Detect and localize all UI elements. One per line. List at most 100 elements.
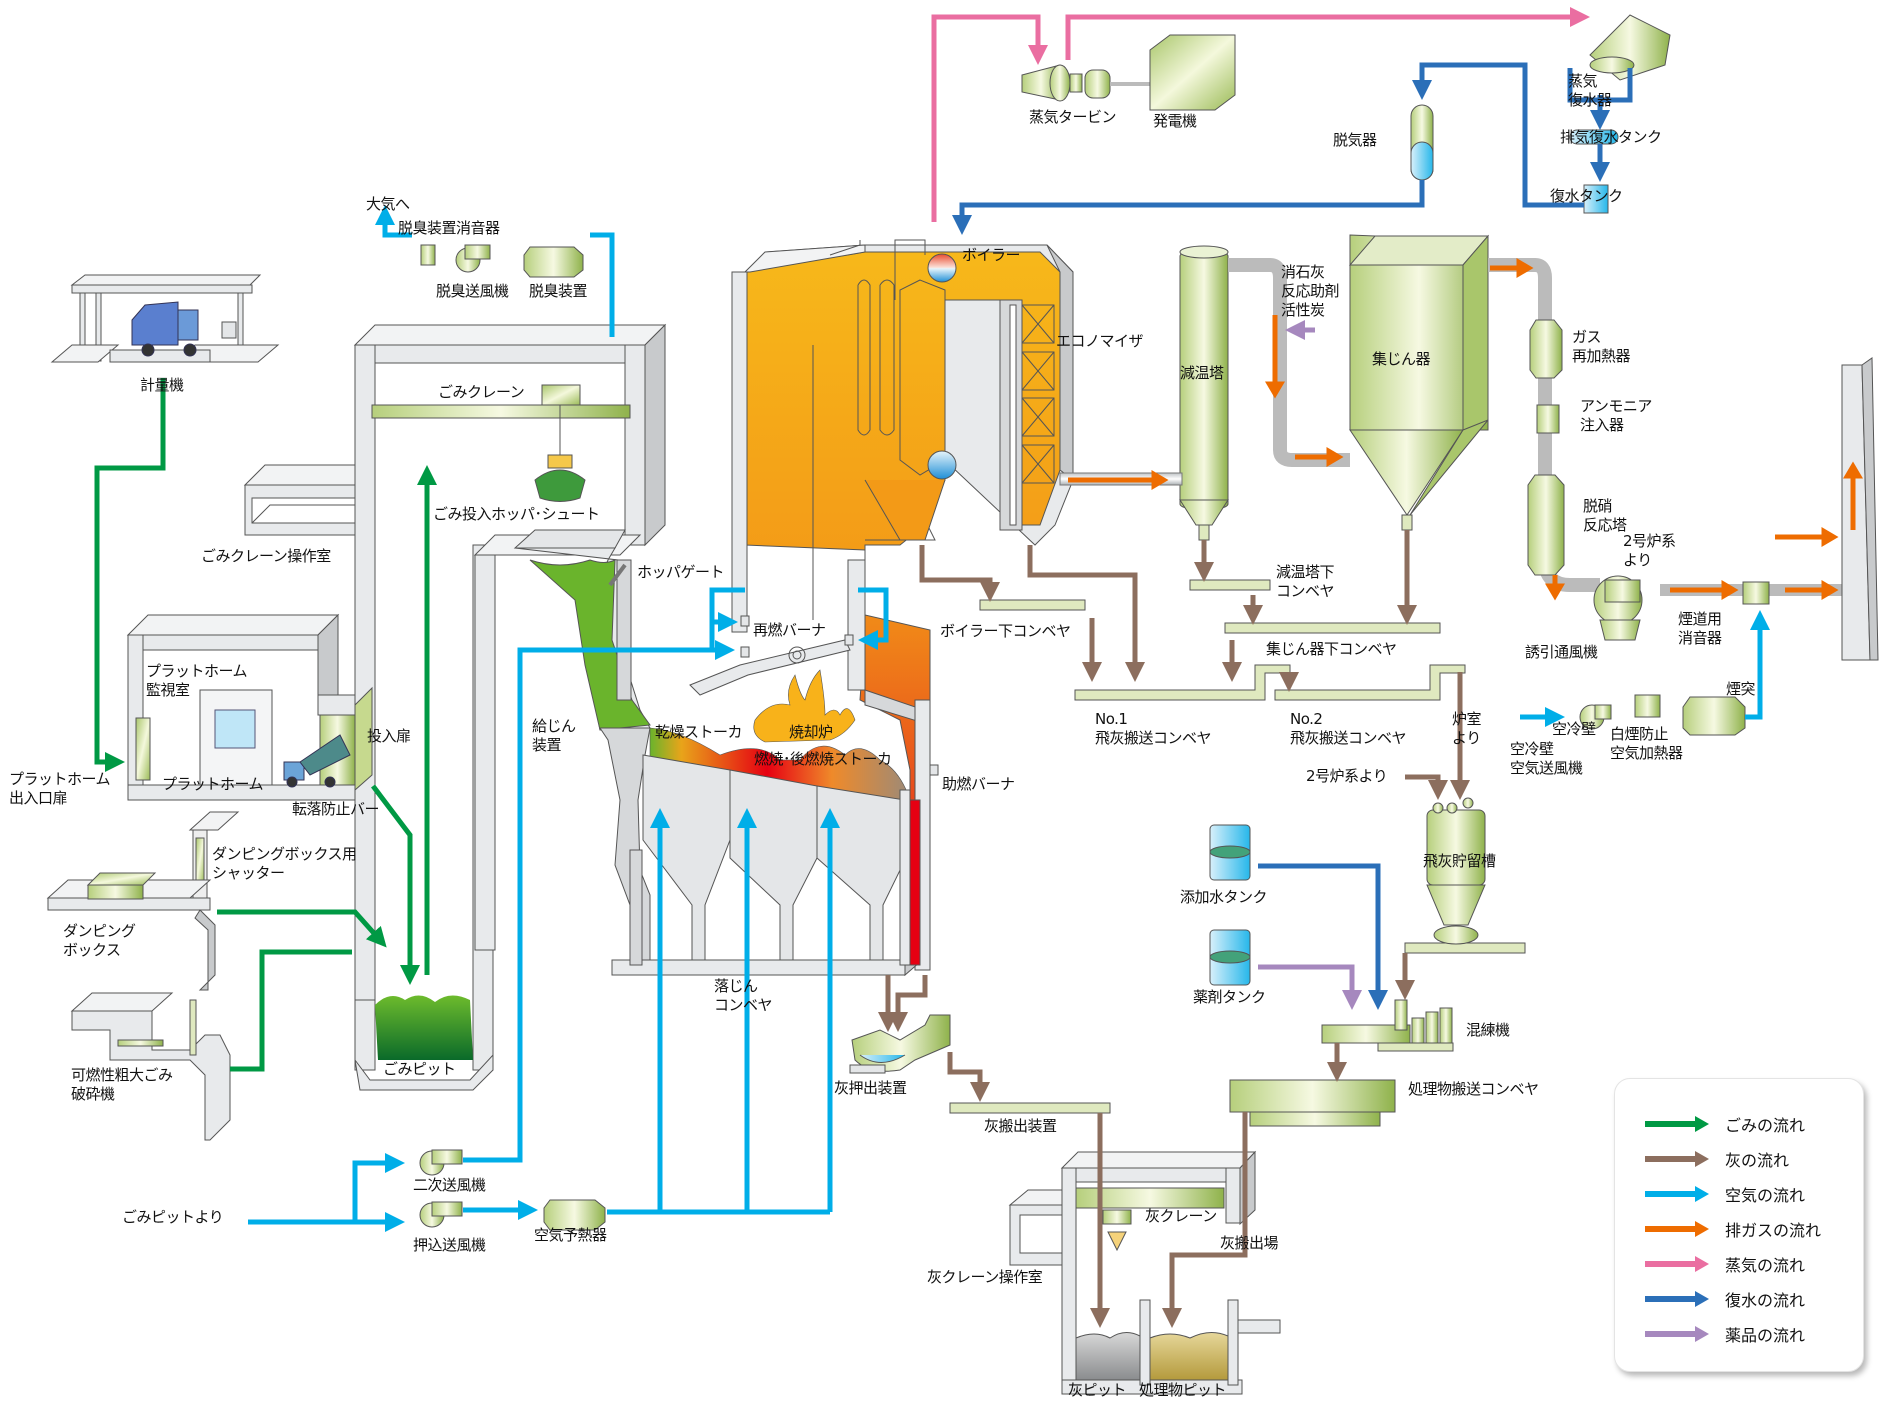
dump-truck-icon	[283, 734, 351, 788]
label-flue-silencer: 煙道用 消音器	[1678, 610, 1722, 647]
label-ash-yard: 灰搬出場	[1220, 1234, 1279, 1252]
legend-item-waste: ごみの流れ	[1645, 1109, 1805, 1139]
legend-label: 灰の流れ	[1725, 1151, 1790, 1170]
legend-item-chemical: 薬品の流れ	[1645, 1319, 1805, 1349]
waste-pit-contents	[375, 995, 473, 1060]
label-ammonia-injector: アンモニア 注入器	[1580, 397, 1652, 434]
legend-label: 蒸気の流れ	[1725, 1256, 1806, 1275]
label-ash-extruder: 灰押出装置	[834, 1079, 907, 1097]
legend-item-ash: 灰の流れ	[1645, 1144, 1789, 1174]
label-from-pit: ごみピットより	[122, 1208, 224, 1226]
arrow-icon	[1645, 1186, 1709, 1202]
label-deodorizer-fan: 脱臭送風機	[436, 282, 509, 300]
legend-item-condensate: 復水の流れ	[1645, 1284, 1805, 1314]
label-condenser: 蒸気 復水器	[1568, 72, 1612, 109]
label-ash-pit: 灰ピット	[1068, 1381, 1127, 1399]
steam-flow-lines	[931, 7, 1590, 222]
arrow-icon	[1645, 1291, 1709, 1307]
label-cooling-conveyor: 減温塔下 コンベヤ	[1276, 563, 1335, 600]
condensate-equipment	[1410, 14, 1671, 214]
label-weighing-machine: 計量機	[140, 376, 184, 394]
legend: ごみの流れ 灰の流れ 空気の流れ 排ガスの流れ 蒸気の流れ 復水の流れ 薬品の流…	[1614, 1078, 1864, 1372]
ash-extruder	[849, 1014, 951, 1074]
arrow-icon	[1645, 1221, 1709, 1237]
label-chemical-tank: 薬剤タンク	[1193, 988, 1266, 1006]
label-id-fan: 誘引通風機	[1525, 643, 1598, 661]
label-boiler: ボイラー	[962, 246, 1021, 264]
label-steam-turbine: 蒸気タービン	[1029, 108, 1117, 126]
label-water-tank: 添加水タンク	[1180, 888, 1268, 906]
label-incinerator: 焼却炉	[789, 723, 833, 741]
legend-item-exhaust: 排ガスの流れ	[1645, 1214, 1821, 1244]
fans-and-preheater	[419, 1149, 606, 1231]
ash-conveyors	[949, 579, 1526, 1114]
label-from-line2-ash: 2号炉系より	[1306, 767, 1388, 785]
label-from-furnace-room: 炉室 より	[1452, 710, 1482, 747]
label-dumping-box: ダンピング ボックス	[63, 922, 136, 959]
legend-item-steam: 蒸気の流れ	[1645, 1249, 1805, 1279]
legend-label: 空気の流れ	[1725, 1186, 1806, 1205]
label-reagents: 消石灰 反応助剤 活性炭	[1281, 263, 1340, 319]
label-deodorizer: 脱臭装置	[529, 282, 588, 300]
label-hopper-gate: ホッパゲート	[637, 563, 725, 581]
condensate-flow-lines	[952, 62, 1633, 1010]
arrow-icon	[1645, 1151, 1709, 1167]
label-platform: プラットホーム	[162, 775, 264, 793]
label-fly-ash-silo: 飛灰貯留槽	[1423, 852, 1496, 870]
legend-label: 薬品の流れ	[1725, 1326, 1806, 1345]
label-aircooled-wall-fan: 空冷壁 空気送風機	[1510, 740, 1583, 777]
stack	[1841, 357, 1879, 661]
label-boiler-conveyor: ボイラー下コンベヤ	[940, 622, 1071, 640]
label-condensate-tank: 復水タンク	[1550, 187, 1623, 205]
cooling-air-equipment	[1579, 694, 1746, 736]
air-flow-lines	[248, 205, 1770, 1232]
label-air-preheater: 空気予熱器	[534, 1226, 607, 1244]
label-crusher: 可燃性粗大ごみ 破砕機	[71, 1066, 173, 1103]
label-fall-bar: 転落防止バー	[292, 800, 380, 818]
exhaust-flow-lines	[1068, 258, 1863, 601]
chemical-flow-lines	[1258, 320, 1362, 1010]
label-waste-pit: ごみピット	[383, 1060, 456, 1078]
ash-pit-building	[1008, 1150, 1281, 1395]
label-from-line2-top: 2号炉系 より	[1623, 532, 1676, 569]
label-aux-burner: 助燃バーナ	[942, 775, 1015, 793]
legend-label: 復水の流れ	[1725, 1291, 1806, 1310]
label-aircooled-wall: 空冷壁	[1552, 720, 1596, 738]
label-deaerator: 脱気器	[1333, 131, 1377, 149]
cooling-tower	[1179, 245, 1229, 541]
fly-ash-silo	[1426, 797, 1486, 945]
deodorizer-units	[420, 244, 584, 278]
label-combustion-stoker: 燃焼･後燃焼ストーカ	[754, 750, 892, 768]
label-dumping-shutter: ダンピングボックス用 シャッター	[212, 845, 357, 882]
label-generator: 発電機	[1153, 112, 1197, 130]
label-treated-conveyor: 処理物搬送コンベヤ	[1408, 1080, 1539, 1098]
label-gas-reheater: ガス 再加熱器	[1572, 328, 1631, 365]
label-forced-fan: 押込送風機	[413, 1236, 486, 1254]
gas-line-equipment	[1527, 319, 1770, 641]
additive-tanks	[1209, 824, 1251, 986]
label-dust-conveyor: 落じん コンベヤ	[714, 977, 773, 1014]
label-economizer: エコノマイザ	[1056, 332, 1144, 350]
label-ash-discharge: 灰搬出装置	[984, 1117, 1057, 1135]
legend-label: 排ガスの流れ	[1725, 1221, 1822, 1240]
legend-label: ごみの流れ	[1725, 1116, 1806, 1135]
label-feeder: 給じん 装置	[532, 717, 576, 754]
label-secondary-fan: 二次送風機	[413, 1176, 486, 1194]
treated-conveyor	[1229, 1079, 1396, 1127]
label-cooling-tower: 減温塔	[1180, 364, 1224, 382]
label-fly-ash-conv2: No.2 飛灰搬送コンベヤ	[1290, 710, 1407, 747]
label-deodorizer-silencer: 脱臭装置消音器	[398, 219, 500, 237]
arrow-icon	[1645, 1326, 1709, 1342]
dust-collector	[1348, 234, 1490, 531]
label-ash-crane: 灰クレーン	[1145, 1207, 1217, 1225]
label-waste-crane-room: ごみクレーン操作室	[201, 547, 331, 565]
truck-icon	[131, 301, 199, 357]
label-exhaust-condensate-tank: 排気復水タンク	[1560, 128, 1662, 146]
label-platform-door: プラットホーム 出入口扉	[9, 770, 111, 807]
label-ash-crane-room: 灰クレーン操作室	[927, 1268, 1043, 1286]
furnace	[689, 239, 1074, 971]
label-to-atmosphere: 大気へ	[366, 195, 410, 213]
label-reburn-burner: 再燃バーナ	[753, 621, 826, 639]
label-collector-conveyor: 集じん器下コンベヤ	[1266, 640, 1397, 658]
